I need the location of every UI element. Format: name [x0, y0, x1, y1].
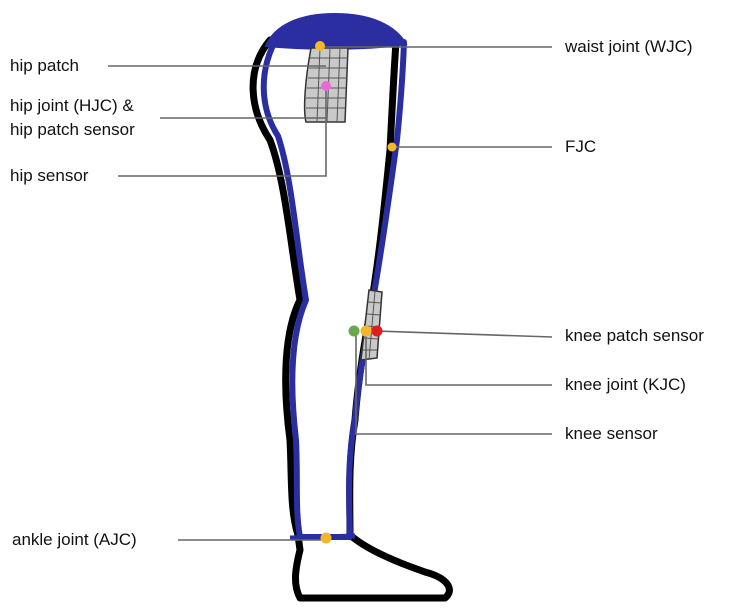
knee-joint-marker [361, 326, 372, 337]
knee-patch-sensor-marker [372, 326, 383, 337]
label-fjc: FJC [565, 137, 596, 157]
label-waist-joint: waist joint (WJC) [565, 37, 693, 57]
hip-sensor-marker [321, 81, 331, 91]
leader-knee-patch-sensor [376, 331, 552, 337]
label-knee-sensor: knee sensor [565, 424, 658, 444]
leader-hip-sensor [118, 88, 326, 176]
waistband [266, 14, 406, 49]
label-hip-sensor: hip sensor [10, 166, 88, 186]
leader-knee-joint [366, 331, 552, 385]
fjc-marker [388, 143, 397, 152]
label-hip-joint-line2: hip patch sensor [10, 120, 135, 140]
label-hip-patch: hip patch [10, 56, 79, 76]
leader-knee-sensor [356, 331, 552, 434]
label-hip-joint-line1: hip joint (HJC) & [10, 96, 134, 116]
waist-joint-marker [315, 41, 325, 51]
label-knee-patch-sensor: knee patch sensor [565, 326, 704, 346]
label-ankle-joint: ankle joint (AJC) [12, 530, 137, 550]
ankle-joint-marker [321, 533, 332, 544]
knee-sensor-marker [349, 326, 360, 337]
label-knee-joint: knee joint (KJC) [565, 375, 686, 395]
